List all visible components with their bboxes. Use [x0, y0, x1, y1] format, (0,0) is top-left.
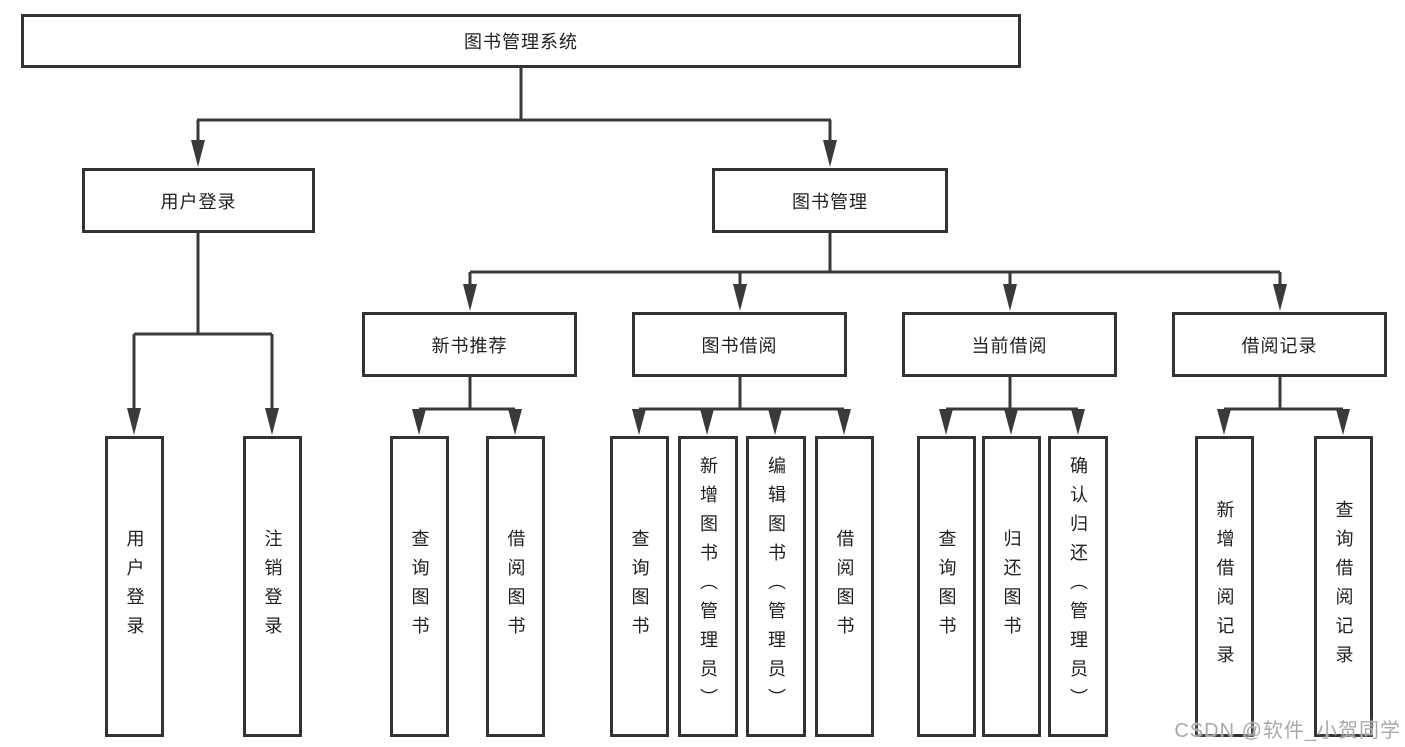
leaf-query-books-borrowing: 查询图书 — [610, 436, 669, 737]
leaf-logout: 注销登录 — [243, 436, 302, 737]
leaf-add-book-admin: 新增图书（管理员） — [678, 436, 738, 737]
node-borrowing-records: 借阅记录 — [1172, 312, 1387, 377]
leaf-borrow-books-recommend: 借阅图书 — [486, 436, 545, 737]
node-book-management: 图书管理 — [712, 168, 948, 233]
leaf-user-login: 用户登录 — [105, 436, 164, 737]
leaf-return-books: 归还图书 — [982, 436, 1041, 737]
leaf-edit-book-admin: 编辑图书（管理员） — [746, 436, 806, 737]
leaf-add-borrow-record: 新增借阅记录 — [1195, 436, 1254, 737]
node-library-management-system: 图书管理系统 — [21, 14, 1021, 68]
leaf-confirm-return-admin: 确认归还（管理员） — [1048, 436, 1108, 737]
node-user-login-branch: 用户登录 — [82, 168, 315, 233]
leaf-query-books-current: 查询图书 — [917, 436, 976, 737]
watermark: CSDN @软件_小贺同学 — [1174, 720, 1401, 742]
node-new-book-recommendation: 新书推荐 — [362, 312, 577, 377]
node-current-borrowing: 当前借阅 — [902, 312, 1117, 377]
leaf-query-books-recommend: 查询图书 — [390, 436, 449, 737]
node-book-borrowing: 图书借阅 — [632, 312, 847, 377]
leaf-borrow-books-borrowing: 借阅图书 — [815, 436, 874, 737]
leaf-query-borrow-record: 查询借阅记录 — [1314, 436, 1373, 737]
